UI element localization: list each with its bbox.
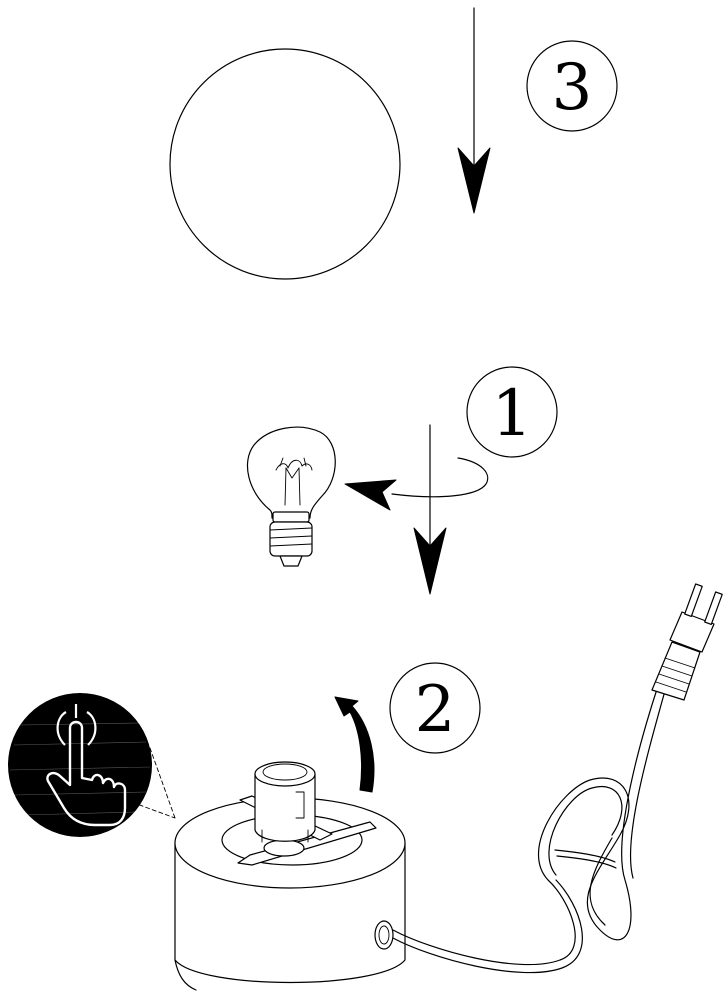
step-3-badge [526,40,618,132]
step-2-badge [389,662,481,754]
step-1-number: 1 [492,377,533,451]
step-1-group: 1 [246,366,558,595]
step-3-number: 3 [552,51,593,125]
touch-switch-icon [8,693,152,837]
power-plug-icon [651,583,723,701]
lamp-base [174,797,406,991]
step-2-number: 2 [415,673,456,747]
touch-switch-callout [8,693,176,837]
step-1-badge [466,366,558,458]
rotate-arrow-icon [344,424,489,595]
turn-arrow-icon [334,696,375,793]
step-3-group: 3 [169,7,618,280]
down-arrow-icon [457,7,491,214]
light-bulb-icon [246,426,336,567]
power-cord [392,679,669,974]
lamp-socket [254,761,316,843]
globe-shade [169,48,401,280]
step-2-group: 2 [8,583,723,991]
